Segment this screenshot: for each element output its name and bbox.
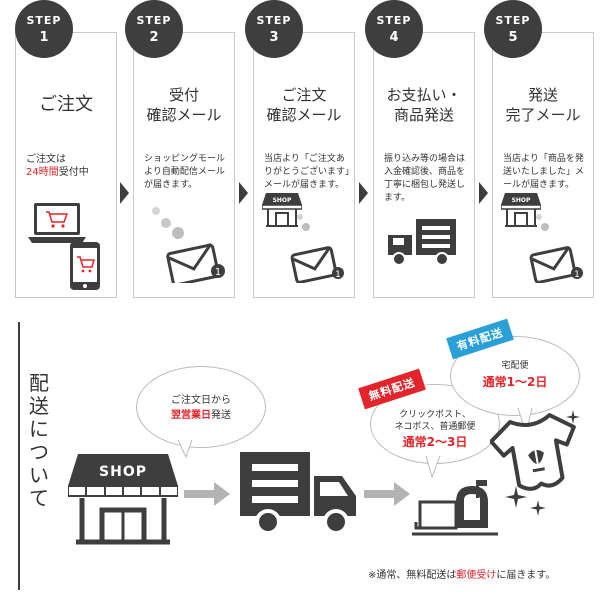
step-4-badge: STEP 4 [365, 0, 423, 58]
shop-icon: SHOP [68, 454, 178, 545]
step-3-title: ご注文確認メール [266, 86, 342, 124]
paid-shipping-bubble: 宅配便 通常1〜2日 [450, 336, 580, 416]
sparkle-icon [505, 486, 527, 508]
step-arrow-3 [359, 182, 368, 204]
step-5-desc: 当店より「商品を発送いたしました」メールが届きます。 [503, 154, 585, 190]
shop-icon: SHOP [262, 193, 302, 227]
mail-icon: 1 [152, 207, 225, 283]
svg-text:SHOP: SHOP [273, 197, 292, 204]
step-4-desc: 振り込み等の場合は入金確認後、商品を丁寧に梱包し発送します。 [384, 154, 466, 203]
step-5-badge: STEP 5 [484, 0, 542, 58]
svg-text:SHOP: SHOP [512, 197, 531, 204]
step-3-badge: STEP 3 [245, 0, 303, 58]
mailbox-icon [412, 480, 498, 536]
order-shipping-bubble: ご注文日から 翌営業日発送 [136, 366, 266, 448]
mail-icon: 1 [529, 214, 583, 283]
step-arrow-2 [239, 182, 248, 204]
bubble-tail [177, 440, 193, 458]
flow-arrow-1 [184, 482, 230, 506]
step-arrow-4 [479, 182, 488, 204]
baby-clothes-icon [490, 413, 576, 491]
step-1-title: ご注文 [39, 94, 93, 115]
step-1-badge: STEP 1 [15, 0, 73, 58]
mail-count: 1 [215, 267, 221, 278]
step-4-title: お支払い・商品発送 [386, 86, 462, 124]
bubble-tail [425, 456, 441, 478]
mail-icon: 1 [290, 214, 344, 283]
svg-text:1: 1 [574, 270, 580, 280]
step-3-desc: 当店より「ご注文ありがとうございます」メールが届きます。 [264, 154, 350, 190]
step-2-badge: STEP 2 [125, 0, 183, 58]
step-1-card: ご注文 ご注文は 24時間受付中 [15, 32, 117, 298]
laptop-cart-icon [28, 203, 86, 243]
svg-text:SHOP: SHOP [99, 464, 147, 480]
step-4-card: お支払い・商品発送 振り込み等の場合は入金確認後、商品を丁寧に梱包し発送します。 [373, 32, 475, 298]
step-1-desc: ご注文は 24時間受付中 [26, 154, 89, 178]
svg-text:1: 1 [335, 270, 341, 280]
shop-icon: SHOP [501, 193, 541, 227]
step-5-card: 発送完了メール 当店より「商品を発送いたしました」メールが届きます。 SHOP … [492, 32, 594, 298]
step-2-title: 受付確認メール [146, 86, 222, 124]
delivery-truck-icon [240, 452, 356, 535]
step-3-card: ご注文確認メール 当店より「ご注文ありがとうございます」メールが届きます。 SH… [253, 32, 355, 298]
step-2-card: 受付確認メール ショッピングモールより自動配信メールが届きます。 1 [133, 32, 235, 298]
delivery-truck-icon [388, 219, 456, 266]
smartphone-cart-icon [70, 242, 100, 290]
step-5-title: 発送完了メール [505, 86, 581, 124]
step-2-desc: ショッピングモールより自動配信メールが届きます。 [144, 154, 226, 190]
sparkle-icon [566, 410, 580, 424]
sparkle-icon [530, 500, 546, 516]
delivery-section-title: 配 送 に つ い て [29, 371, 49, 510]
step-arrow-1 [120, 182, 129, 204]
flow-arrow-2 [364, 482, 410, 506]
footnote: ※通常、無料配送は郵便受けに届きます。 [368, 570, 556, 581]
section-divider [18, 322, 20, 590]
